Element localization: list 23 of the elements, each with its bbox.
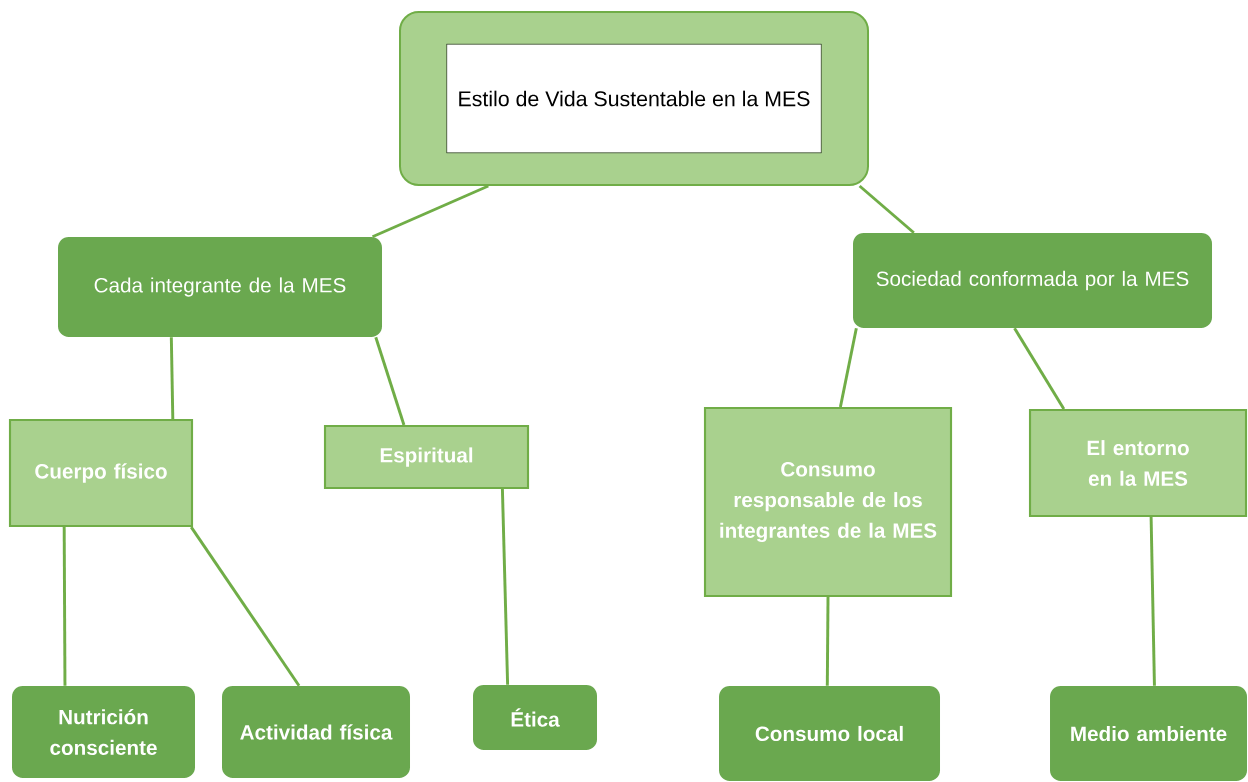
subcategory-box: Consumo responsable de los integrantes de la MES [703, 406, 953, 598]
topic-box: Ética [473, 685, 597, 750]
category-box: Cada integrante de la MES [58, 237, 382, 337]
subcategory-box: Espiritual [323, 424, 530, 490]
connector-line [62, 527, 67, 686]
connector-line [858, 184, 915, 234]
connector-line [500, 489, 510, 685]
connector-line [825, 597, 830, 686]
topic-box: Medio ambiente [1050, 686, 1247, 781]
subcategory-box: Cuerpo físico [8, 418, 194, 528]
connector-line [374, 336, 406, 426]
topic-box: Actividad física [222, 686, 410, 778]
subcategory-box: El entorno en la MES [1028, 408, 1248, 518]
topic-box: Consumo local [719, 686, 940, 781]
connector-line [169, 337, 175, 419]
connector-line [839, 327, 858, 408]
connector-line [1149, 517, 1156, 686]
topic-box: Nutrición consciente [12, 686, 195, 778]
connector-line [1013, 327, 1066, 410]
category-box: Sociedad conformada por la MES [853, 233, 1212, 328]
title-box: Estilo de Vida Sustentable en la MES [399, 11, 869, 186]
connector-line [190, 526, 301, 687]
connector-line [371, 184, 489, 239]
